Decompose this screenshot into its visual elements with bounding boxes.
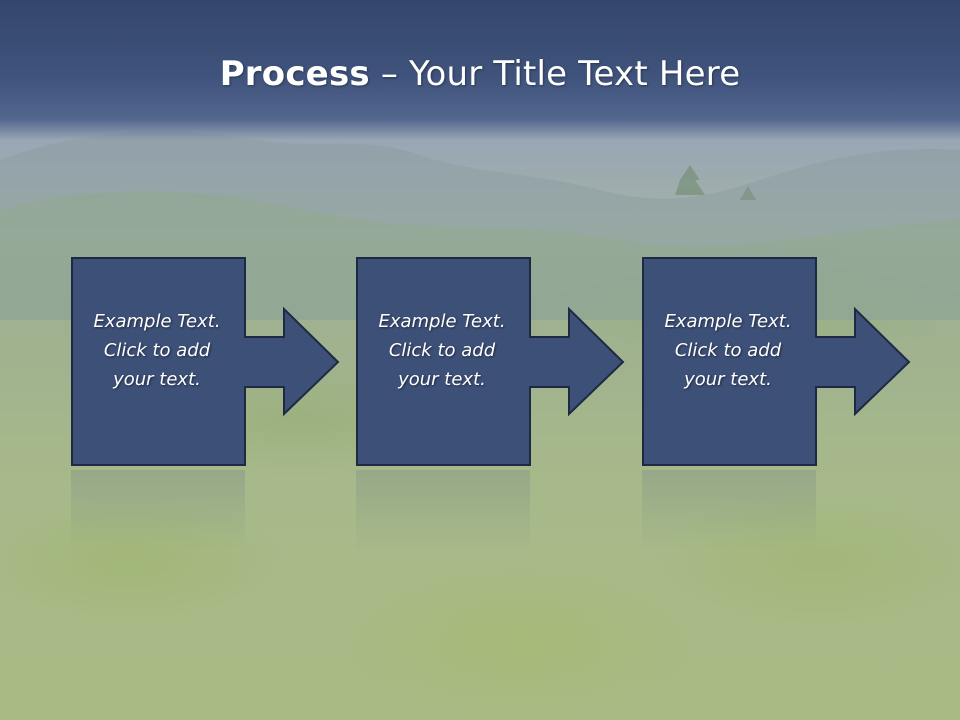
- step-2-line-3: your text.: [398, 369, 486, 390]
- step-2-shape: [356, 257, 625, 466]
- step-3-text: Example Text. Click to add your text.: [642, 307, 814, 394]
- slide-title[interactable]: Process – Your Title Text Here: [0, 50, 960, 98]
- process-step-3[interactable]: Example Text. Click to add your text.: [642, 257, 922, 466]
- step-1-line-3: your text.: [113, 369, 201, 390]
- process-step-1[interactable]: Example Text. Click to add your text.: [71, 257, 351, 466]
- step-3-line-1: Example Text.: [664, 311, 792, 332]
- step-1-shape: [71, 257, 340, 466]
- title-rest: – Your Title Text Here: [369, 54, 741, 94]
- step-1-reflection: [71, 470, 245, 550]
- title-band: [0, 0, 960, 140]
- step-2-reflection: [356, 470, 530, 550]
- step-3-reflection: [642, 470, 816, 550]
- process-step-2[interactable]: Example Text. Click to add your text.: [356, 257, 636, 466]
- step-3-line-2: Click to add: [674, 340, 782, 361]
- title-bold: Process: [219, 54, 370, 94]
- step-2-line-1: Example Text.: [378, 311, 506, 332]
- step-3-line-3: your text.: [684, 369, 772, 390]
- step-1-line-1: Example Text.: [93, 311, 221, 332]
- step-2-line-2: Click to add: [388, 340, 496, 361]
- step-1-text: Example Text. Click to add your text.: [71, 307, 243, 394]
- step-3-shape: [642, 257, 911, 466]
- step-2-text: Example Text. Click to add your text.: [356, 307, 528, 394]
- step-1-line-2: Click to add: [103, 340, 211, 361]
